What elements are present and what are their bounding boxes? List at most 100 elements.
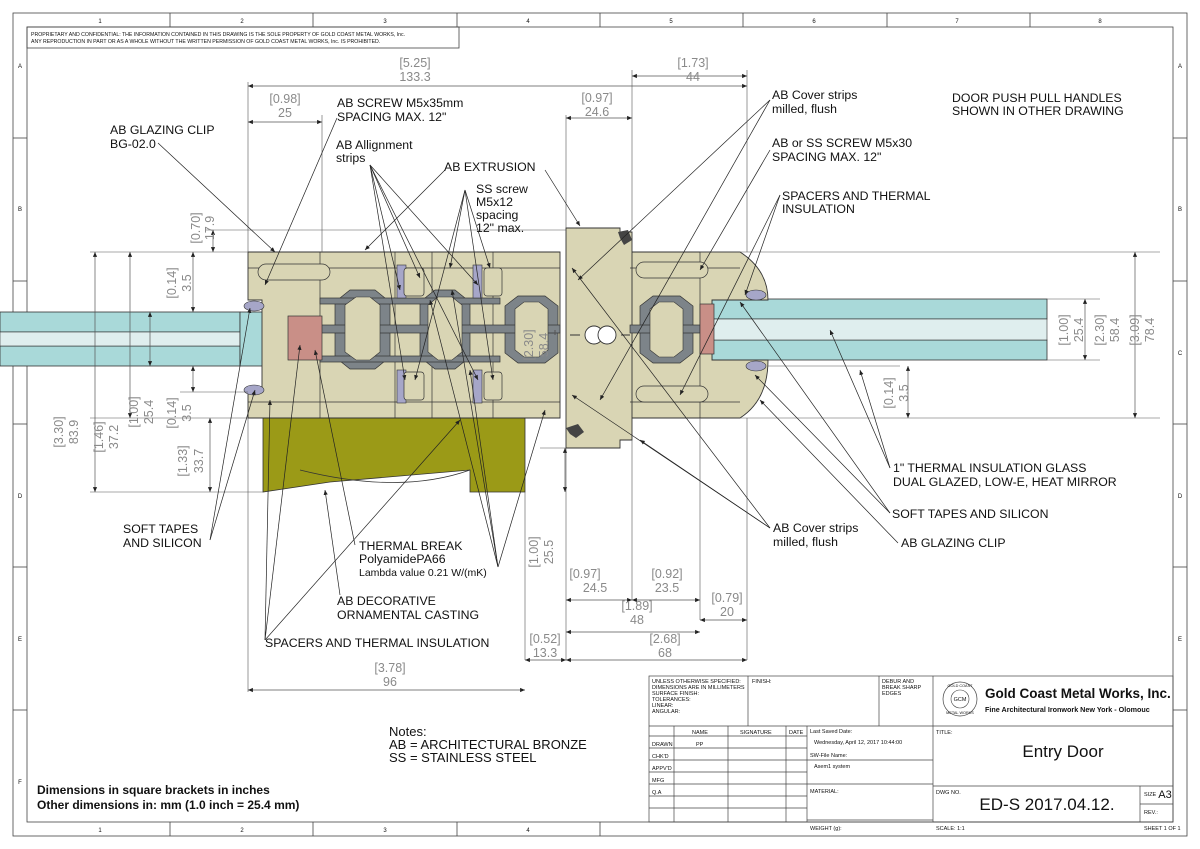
dimension-lines xyxy=(92,73,1138,693)
callout-screw-m5x35-l2: SPACING MAX. 12" xyxy=(337,110,446,124)
dim-230c-mm: 58.4 xyxy=(537,333,551,357)
tb-last-saved-value: Wednesday, April 12, 2017 10:44:00 xyxy=(814,740,902,746)
callout-soft-tapes-left-l2: AND SILICON xyxy=(123,536,202,550)
callout-glazing-clip-l2: BG-02.0 xyxy=(110,137,156,151)
dim-189-in: [1.89] xyxy=(621,599,652,613)
callout-push-pull-l2: SHOWN IN OTHER DRAWING xyxy=(952,104,1124,118)
dim-014b-mm: 3.5 xyxy=(180,404,194,421)
tb-size: A3 xyxy=(1158,789,1171,801)
dim-092-mm: 23.5 xyxy=(655,581,679,595)
dim-097-bot-in: [0.97] xyxy=(569,567,600,581)
col-label-1: 1 xyxy=(98,19,102,25)
dim-146-in: [1.46] xyxy=(92,421,106,452)
dim-014a-in: [0.14] xyxy=(165,267,179,298)
dimension-texts: [5.25] 133.3 [1.73] 44 [0.98] 25 [0.97] … xyxy=(269,56,742,689)
col-label-6: 6 xyxy=(812,19,816,25)
tb-deburr-1: BREAK SHARP xyxy=(882,685,921,691)
right-glass-outer xyxy=(711,298,1048,320)
dim-overall-mm: 133.3 xyxy=(399,70,430,84)
row-label-d-r: D xyxy=(1178,494,1183,500)
tb-unless-2: SURFACE FINISH: xyxy=(652,691,700,697)
tb-row-qa: Q.A xyxy=(652,790,662,796)
tb-weight: WEIGHT (g): xyxy=(810,826,842,832)
callout-ss-screw-l3: spacing xyxy=(476,208,519,222)
col-label-4: 4 xyxy=(526,19,530,25)
dim-070-mm: 17.9 xyxy=(203,216,217,240)
col-label-1b: 1 xyxy=(98,828,102,834)
tb-tagline: Fine Architectural Ironwork New York - O… xyxy=(985,705,1150,714)
tb-drawn-name: PP xyxy=(696,742,704,748)
dim-309-in: [3.09] xyxy=(1128,314,1142,345)
col-label-5: 5 xyxy=(669,19,673,25)
row-label-a: A xyxy=(18,64,22,70)
row-label-b: B xyxy=(18,207,22,213)
col-label-3: 3 xyxy=(383,19,387,25)
tb-unless-4: LINEAR: xyxy=(652,703,674,709)
dim-100r-in: [1.00] xyxy=(1057,314,1071,345)
tb-company: Gold Coast Metal Works, Inc. xyxy=(985,686,1171,701)
title-block: UNLESS OTHERWISE SPECIFIED: DIMENSIONS A… xyxy=(648,675,1181,832)
dim-100l-in: [1.00] xyxy=(127,396,141,427)
tb-row-mfg: MFG xyxy=(652,778,664,784)
col-label-2: 2 xyxy=(240,19,244,25)
tb-unless-3: TOLERANCES: xyxy=(652,697,691,703)
tb-col-signature: SIGNATURE xyxy=(740,730,772,736)
dim-014a-mm: 3.5 xyxy=(180,274,194,291)
tb-deburr-2: EDGES xyxy=(882,691,902,697)
col-label-7: 7 xyxy=(955,19,959,25)
col-label-8: 8 xyxy=(1098,19,1102,25)
right-glass-inner xyxy=(711,339,1048,361)
callout-glass-l2: DUAL GLAZED, LOW-E, HEAT MIRROR xyxy=(893,475,1117,489)
dim-overall-in: [5.25] xyxy=(399,56,430,70)
dim-079-mm: 20 xyxy=(720,605,734,619)
dim-173-mm: 44 xyxy=(686,70,700,84)
tb-rev-label: REV.: xyxy=(1144,810,1158,816)
dim-098-in: [0.98] xyxy=(269,92,300,106)
tb-unless-1: DIMENSIONS ARE IN MILLIMETERS xyxy=(652,685,745,691)
callout-ss-screw-m5x30-l2: SPACING MAX. 12" xyxy=(772,150,881,164)
tb-last-saved-label: Last Saved Date: xyxy=(810,729,853,735)
callout-alignment-l2: strips xyxy=(336,151,365,165)
callout-glazing-clip-l1: AB GLAZING CLIP xyxy=(110,123,215,137)
notes-units-l2: Other dimensions in: mm (1.0 inch = 25.4… xyxy=(37,798,299,812)
callout-alignment-l1: AB Allignment xyxy=(336,138,413,152)
dim-133-in: [1.33] xyxy=(176,445,190,476)
dim-133-mm: 33.7 xyxy=(192,449,206,473)
tb-material: MATERIAL: xyxy=(810,789,839,795)
dim-378-mm: 96 xyxy=(383,675,397,689)
right-setting-block xyxy=(699,303,715,355)
callout-spacers-bottom: SPACERS AND THERMAL INSULATION xyxy=(265,636,489,650)
left-glass-gap xyxy=(0,331,241,347)
tb-col-date: DATE xyxy=(789,730,804,736)
callout-cover-top-l2: milled, flush xyxy=(772,102,837,116)
dim-268-mm: 68 xyxy=(658,646,672,660)
callout-thermal-break-l3: Lambda value 0.21 W/(mK) xyxy=(359,567,487,579)
row-label-f: F xyxy=(18,780,22,786)
sheet-border xyxy=(12,12,1188,837)
callout-push-pull-l1: DOOR PUSH PULL HANDLES xyxy=(952,91,1122,105)
tb-unless-5: ANGULAR: xyxy=(652,709,681,715)
dim-230c-in: [2.30] xyxy=(522,329,536,360)
tb-dwg-no: ED-S 2017.04.12. xyxy=(979,795,1114,814)
callout-screw-m5x35-l1: AB SCREW M5x35mm xyxy=(337,96,463,110)
dim-014c-mm: 3.5 xyxy=(897,384,911,401)
dim-070-in: [0.70] xyxy=(189,212,203,243)
callout-thermal-break-l2: PolyamidePA66 xyxy=(359,552,446,566)
profile-section xyxy=(0,227,1048,493)
callout-cover-bottom-l1: AB Cover strips xyxy=(773,521,858,535)
dim-014b-in: [0.14] xyxy=(165,397,179,428)
notes-units-l1: Dimensions in square brackets in inches xyxy=(37,783,270,797)
row-label-b-r: B xyxy=(1178,207,1182,213)
right-extrusion xyxy=(629,251,769,419)
callout-ss-screw-l1: SS screw xyxy=(476,182,528,196)
callout-glass-l1: 1" THERMAL INSULATION GLASS xyxy=(893,461,1086,475)
extension-lines xyxy=(90,70,1160,692)
dim-098-mm: 25 xyxy=(278,106,292,120)
callout-ss-screw-m5x30-l1: AB or SS SCREW M5x30 xyxy=(772,136,912,150)
tb-row-drawn: DRAWN xyxy=(652,742,673,748)
tb-dwg-label: DWG NO. xyxy=(936,790,961,796)
right-glass-gap xyxy=(711,318,1048,341)
svg-text:PROPRIETARY AND CONFIDENTIAL:: PROPRIETARY AND CONFIDENTIAL: THE INFORM… xyxy=(31,32,405,38)
dim-014c-in: [0.14] xyxy=(882,377,896,408)
